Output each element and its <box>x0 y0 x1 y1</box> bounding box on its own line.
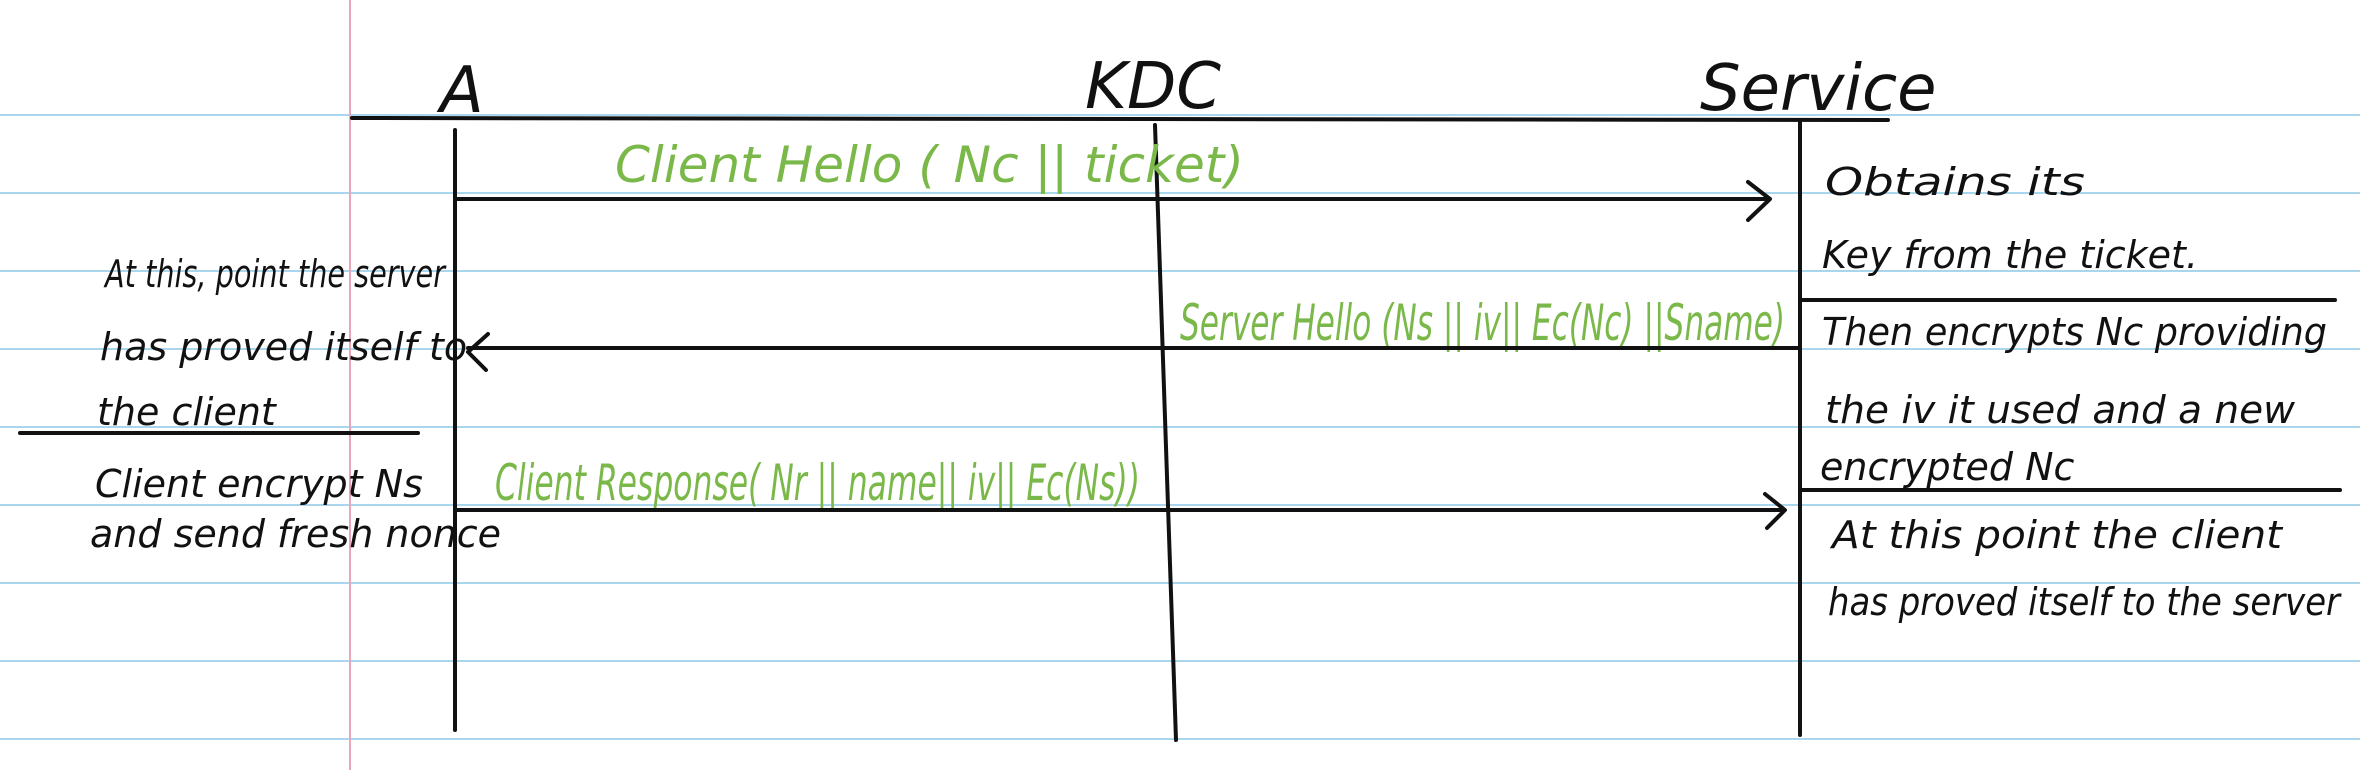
left-note-server-proved: At this, point the server has proved its… <box>97 252 467 434</box>
note-line: encrypted Nc <box>1820 445 2074 489</box>
header-line <box>350 116 1890 122</box>
client-hello-label: Client Hello ( Nc || ticket) <box>615 136 1244 194</box>
diagram-frame <box>350 116 1890 742</box>
participant-kdc: KDC <box>1085 50 1221 124</box>
note-line: has proved itself to the server <box>1828 580 2342 624</box>
server-hello-label: Server Hello (Ns || iv|| Ec(Nc) ||Sname) <box>1180 294 1785 352</box>
note-line: Then encrypts Nc providing <box>1822 310 2327 354</box>
client-response-label: Client Response( Nr || name|| iv|| Ec(Ns… <box>495 454 1140 512</box>
note-line: and send fresh nonce <box>90 512 501 556</box>
note-line: Client encrypt Ns <box>95 462 423 506</box>
right-note-then-encrypts: Then encrypts Nc providing the iv it use… <box>1820 310 2327 489</box>
note-line: At this, point the server <box>103 252 447 296</box>
note-line: Obtains its <box>1825 160 2085 204</box>
server-hello-arrowhead <box>466 332 490 372</box>
note-line: the iv it used and a new <box>1825 388 2296 432</box>
lifeline-kdc <box>1153 123 1178 742</box>
note-line: has proved itself to <box>100 325 467 369</box>
note-line: Key from the ticket. <box>1822 233 2198 277</box>
note-line: the client <box>97 390 278 434</box>
participant-a: A <box>436 54 484 128</box>
client-hello-arrowhead <box>1746 180 1772 222</box>
participant-service: Service <box>1700 52 1937 126</box>
client-response-arrowhead <box>1763 492 1787 530</box>
note-line: At this point the client <box>1829 513 2284 557</box>
message-server-hello: Server Hello (Ns || iv|| Ec(Nc) ||Sname) <box>466 294 1802 372</box>
message-client-response: Client Response( Nr || name|| iv|| Ec(Ns… <box>453 454 1787 530</box>
message-client-hello: Client Hello ( Nc || ticket) <box>453 136 1772 222</box>
right-note-client-proved: At this point the client has proved itse… <box>1828 513 2342 624</box>
left-note-client-encrypt: Client encrypt Ns and send fresh nonce <box>90 462 501 556</box>
right-note-obtains-key: Obtains its Key from the ticket. <box>1822 160 2198 277</box>
